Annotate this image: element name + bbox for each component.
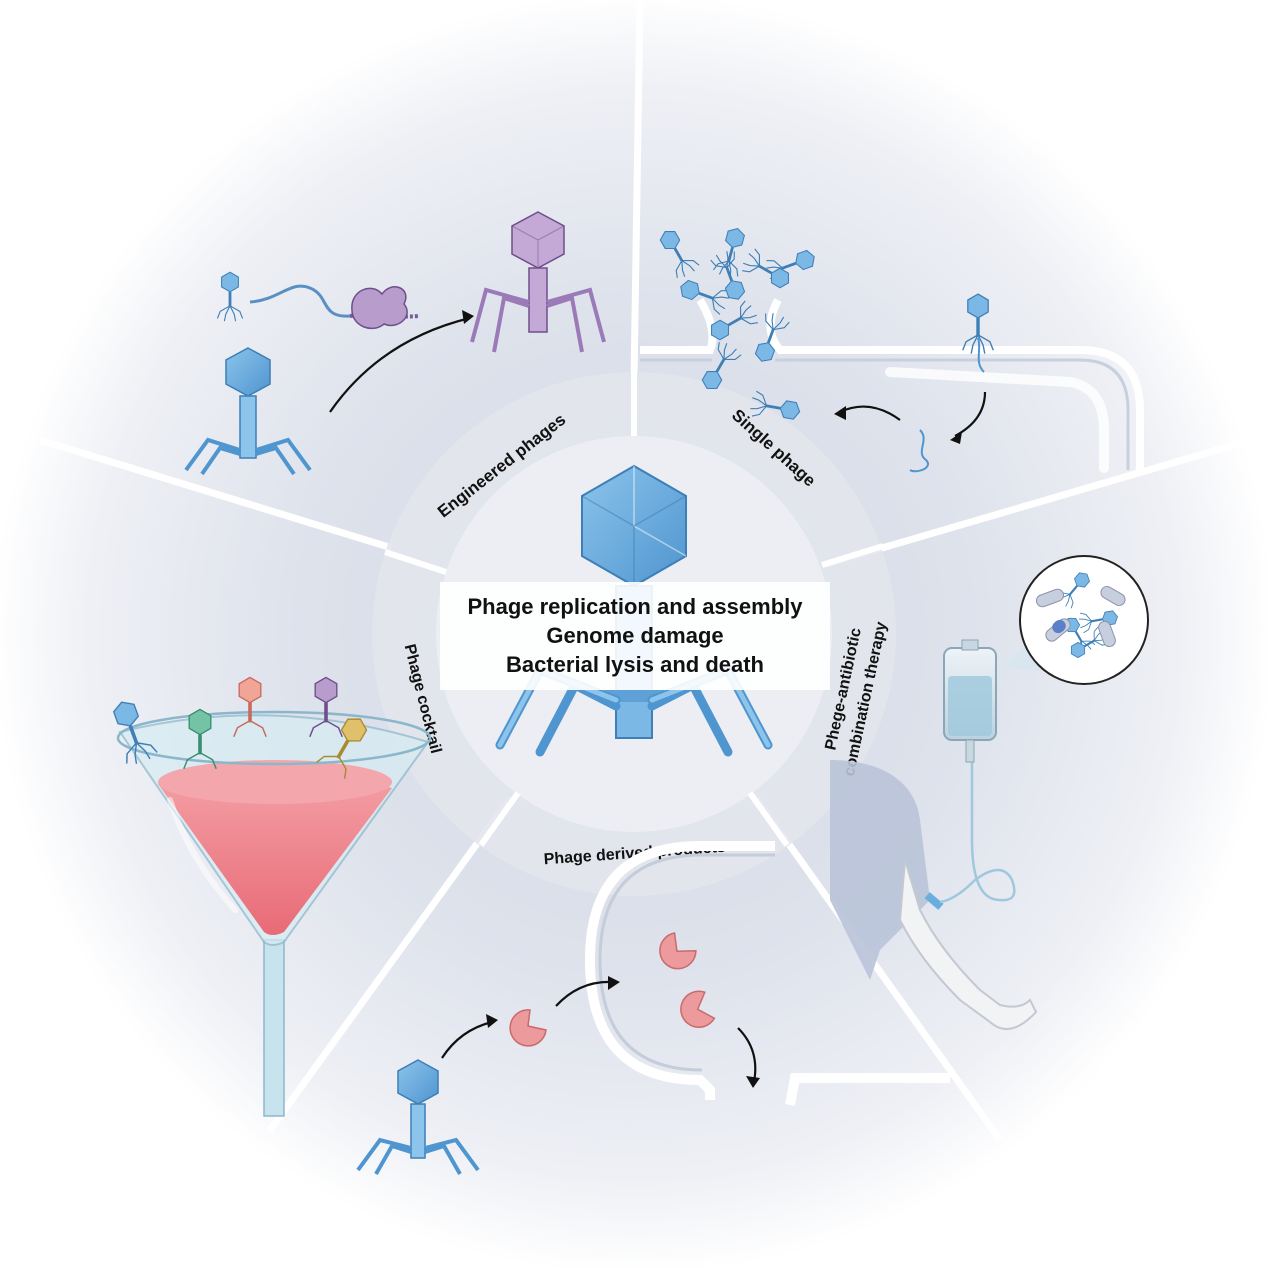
phage-cocktail-illustration: [104, 676, 432, 1117]
engineered-phages-illustration: [184, 211, 606, 476]
segment-dividers: [38, 0, 1268, 1143]
combination-therapy-illustration: [830, 555, 1149, 1031]
phage-derived-products-illustration: [356, 841, 950, 1175]
center-line-lysis: Bacterial lysis and death: [506, 652, 764, 677]
center-line-genome: Genome damage: [546, 623, 723, 648]
center-line-replication: Phage replication and assembly: [467, 594, 803, 619]
center-text-box: [440, 582, 830, 690]
single-phage-illustration: [640, 223, 1144, 473]
